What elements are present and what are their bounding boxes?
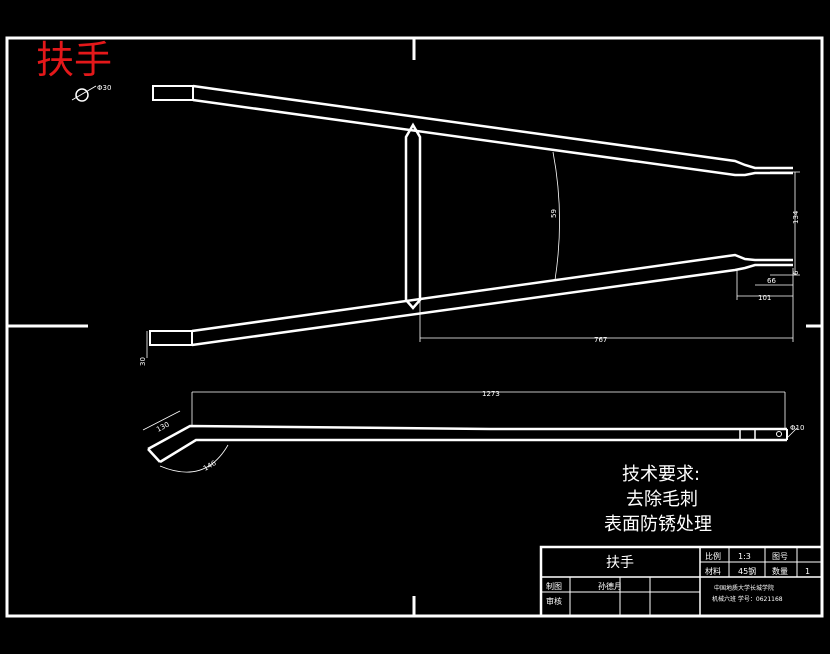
centering-marks	[7, 38, 822, 616]
side-view	[147, 424, 788, 464]
qty-label: 数量	[772, 566, 788, 576]
dim-span: 767	[594, 336, 607, 344]
requirement-2: 表面防锈处理	[604, 514, 712, 535]
top-view-dimensions	[146, 151, 800, 358]
scale-value: 1:3	[738, 552, 751, 561]
dim-width-top: 134	[792, 210, 800, 224]
requirement-1: 去除毛刺	[626, 489, 698, 510]
material-label: 材料	[705, 566, 721, 576]
drawing-label: 扶手	[36, 38, 112, 82]
top-view	[149, 84, 793, 347]
school-name: 中国地质大学长城学院	[714, 584, 774, 592]
title-block	[539, 545, 824, 618]
part-name: 扶手	[606, 555, 634, 571]
draw-name: 孙德月	[598, 581, 622, 591]
side-view-dimensions	[142, 391, 798, 473]
scale-label: 比例	[705, 551, 721, 561]
drawing-no-label: 图号	[772, 552, 788, 561]
side-hole	[776, 431, 782, 437]
dim-length: 1273	[482, 390, 500, 398]
draw-label: 制图	[546, 581, 562, 591]
dim-ext-long: 101	[758, 294, 771, 302]
review-label: 审核	[546, 596, 562, 606]
dim-tail: Φ10	[790, 424, 804, 432]
dim-hole: Φ30	[97, 84, 111, 92]
dim-ext-short: 66	[767, 277, 776, 285]
dim-end: 30	[139, 357, 147, 366]
dim-tip: 6	[792, 270, 800, 275]
material-value: 45钢	[738, 566, 756, 576]
qty-value: 1	[805, 567, 810, 576]
dim-angle: 59	[550, 209, 558, 218]
requirements-title: 技术要求:	[622, 464, 700, 485]
class-info: 机械六班 学号：0621168	[712, 595, 783, 603]
hole-symbol: Φ30	[71, 84, 111, 102]
